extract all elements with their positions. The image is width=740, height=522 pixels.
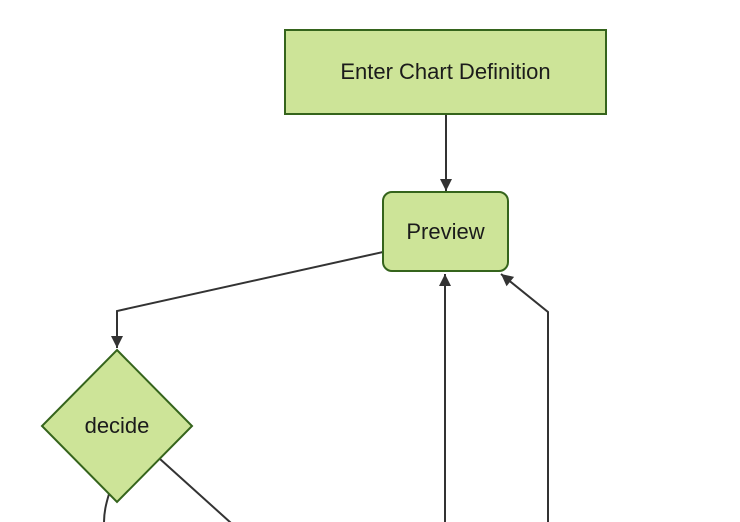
node-decide-label: decide [84, 413, 150, 438]
node-decide-shape [40, 348, 194, 504]
node-enter-chart-definition-label: Enter Chart Definition [340, 59, 551, 84]
edge-decide-to-offscreen-left [103, 493, 110, 522]
node-preview-label: Preview [406, 218, 485, 244]
node-preview: Preview [382, 191, 509, 272]
edge-decide-to-offscreen-right [159, 458, 232, 522]
node-enter-chart-definition: Enter Chart Definition [284, 29, 607, 115]
edge-preview-to-decide [111, 251, 384, 348]
edge-offscreen-to-preview-corner [500, 273, 549, 522]
